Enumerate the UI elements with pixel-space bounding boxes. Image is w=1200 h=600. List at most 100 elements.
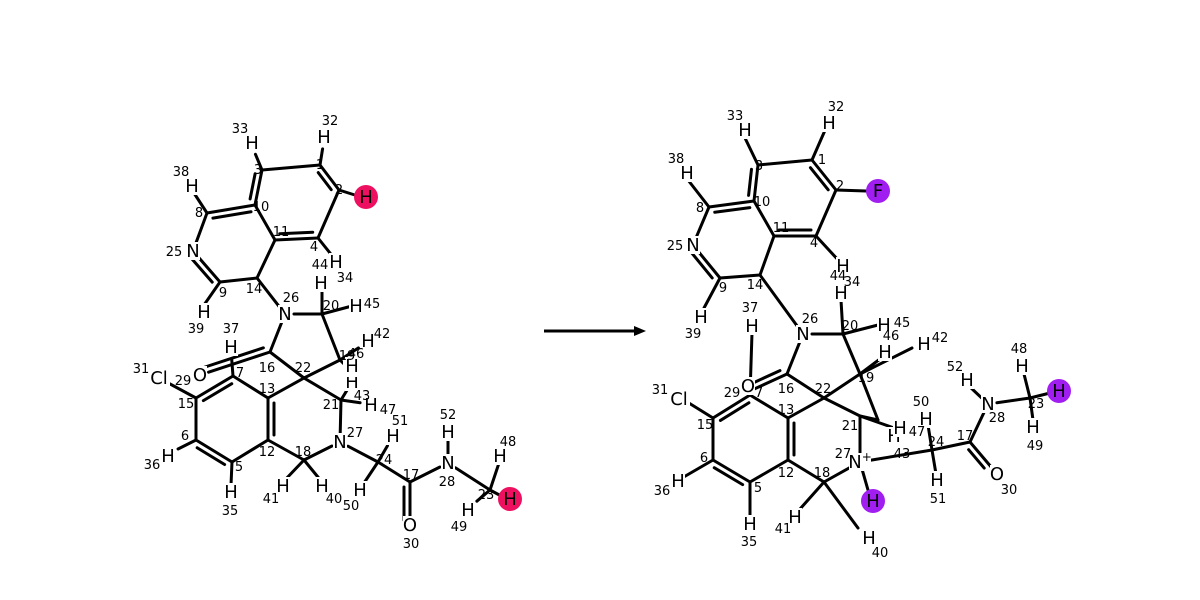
product-atom-index-26: 26 (802, 312, 819, 327)
product-atom-index-12: 12 (778, 466, 795, 481)
reactant-atom-index-40: 40 (326, 492, 343, 507)
reactant-atom-48: H (493, 446, 507, 467)
reactant-bond-10 (255, 238, 277, 280)
reactant-label-backdrop (345, 357, 359, 375)
reactant-atom-index-34: 34 (337, 271, 354, 286)
reactant-double-bond-1 (278, 230, 315, 236)
product-atom-52: H (960, 370, 974, 391)
product-bond-16 (785, 340, 802, 376)
reactant-atom-index-20: 20 (323, 299, 340, 314)
product-atom-index-13: 13 (778, 403, 795, 418)
product-bond-34 (968, 440, 994, 470)
reactant-label-backdrop (315, 477, 329, 495)
reactant-bond-1 (316, 188, 341, 240)
reactant-double-bond-3 (211, 210, 253, 220)
reactant-label-backdrop (345, 373, 359, 391)
reactant-bond-47 (338, 346, 360, 362)
reactant-label-backdrop (224, 338, 238, 356)
product-bond-43 (680, 458, 715, 480)
reactant-atom-33: H (245, 133, 259, 154)
reactant-atom-41: H (276, 476, 290, 497)
reactant-atom-index-19: 19 (339, 349, 356, 364)
product-label-backdrop (849, 453, 871, 471)
reactant-atom-index-46: 46 (348, 347, 365, 362)
product-bond-19 (822, 396, 862, 418)
product-label-backdrop (738, 121, 752, 139)
reactant-highlight-marker (354, 185, 378, 209)
reactant-atom-index-2: 2 (335, 183, 343, 198)
product-label-backdrop (1026, 418, 1040, 436)
reactant-atom-index-41: 41 (263, 492, 280, 507)
product-atom-40: H (862, 528, 876, 549)
product-atom-index-7: 7 (755, 386, 763, 401)
reactant-label-backdrop (349, 297, 363, 315)
reactant-atom-52: H (441, 422, 455, 443)
product-highlight-marker (1047, 379, 1071, 403)
product-atom-41: H (788, 507, 802, 528)
product-double-bond-6 (967, 448, 986, 470)
product-bond-39 (686, 178, 711, 209)
product-atom-36: H (671, 471, 685, 492)
product-bond-15 (785, 372, 826, 400)
product-label-backdrop (877, 316, 891, 334)
product-bond-48 (841, 323, 880, 336)
reactant-label-backdrop (441, 454, 455, 472)
reactant-atom-index-48: 48 (500, 435, 517, 450)
reactant-bond-3 (253, 203, 277, 242)
reactant-bond-38 (202, 280, 222, 307)
product-atom-index-20: 20 (842, 319, 859, 334)
product-atom-index-42: 42 (932, 331, 949, 346)
reactant-atom-31: O (193, 365, 207, 386)
reactant-label-backdrop (353, 481, 367, 499)
product-bond-45 (822, 480, 860, 530)
product-label-backdrop (741, 377, 755, 395)
product-atom-index-45: 45 (894, 316, 911, 331)
reactant-label-backdrop (493, 447, 507, 465)
product-atom-index-25: 25 (667, 239, 684, 254)
product-atom-index-38: 38 (668, 152, 685, 167)
reactant-atom-index-13: 13 (259, 382, 276, 397)
reactant-atom-index-3: 3 (254, 163, 262, 178)
reactant-atom-index-12: 12 (259, 445, 276, 460)
reactant-bond-27 (194, 438, 234, 464)
product-atom-30: O (990, 464, 1004, 485)
reactant-bond-49 (339, 388, 349, 402)
product-atom-index-6: 6 (700, 451, 708, 466)
product-atom-index-43: 43 (894, 447, 911, 462)
reactant-bond-51 (376, 444, 389, 464)
reactant-bond-42 (230, 357, 235, 378)
product-bond-18 (786, 396, 826, 420)
reactant-bond-46 (320, 304, 354, 316)
product-atom-index-35: 35 (741, 535, 758, 550)
product-double-bond-0 (808, 166, 830, 192)
reactant-bond-14 (302, 358, 342, 380)
product-atom-index-19: 19 (858, 371, 875, 386)
reactant-atom-index-26: 26 (283, 291, 300, 306)
product-atom-26: N (796, 324, 809, 345)
reactant-bond-16 (268, 320, 284, 354)
product-double-bond-3 (713, 206, 752, 214)
reactant-bond-22 (266, 438, 306, 462)
reactant-atom-36: H (161, 446, 175, 467)
reactant-atom-27: N (333, 432, 346, 453)
reactant-bond-31 (376, 460, 412, 484)
product-atom-index-34: 34 (844, 275, 861, 290)
product-bond-29 (711, 458, 752, 484)
reactant-bond-55 (475, 488, 492, 503)
product-label-backdrop (668, 390, 690, 408)
product-highlight-marker (866, 179, 890, 203)
reactant-atom-28: N (441, 453, 454, 474)
product-bond-13 (841, 332, 862, 376)
product-bond-59 (834, 188, 868, 193)
product-atom-index-2: 2 (836, 179, 844, 194)
reactant-atom-index-14: 14 (246, 282, 263, 297)
reactant-atom-extra-55: H (345, 356, 359, 377)
reactant-bond-41 (176, 438, 198, 451)
product-atom-48: H (1015, 356, 1029, 377)
reactant-label-backdrop (317, 128, 331, 146)
product-atom-31: O (741, 376, 755, 397)
product-atom-index-50: 50 (913, 395, 930, 410)
reactant-label-backdrop (161, 447, 175, 465)
reactant-atom-index-47: 47 (380, 403, 397, 418)
reactant-bond-11 (255, 276, 281, 309)
